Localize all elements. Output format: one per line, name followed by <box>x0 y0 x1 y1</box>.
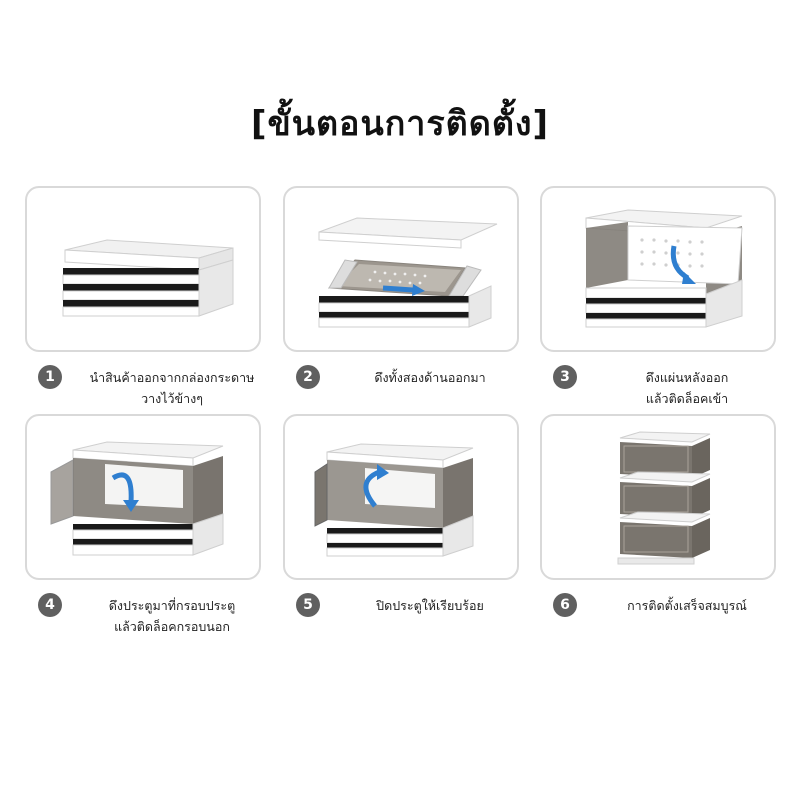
step-5-caption: 5 ปิดประตูให้เรียบร้อย <box>296 593 546 617</box>
folded-box-illustration <box>62 239 234 317</box>
step-1-number-badge: 1 <box>38 365 62 389</box>
step-1-text-line1: นำสินค้าออกจากกล่องกระดาษ <box>89 370 255 385</box>
step-6-caption: 6 การติดตั้งเสร็จสมบูรณ์ <box>553 593 800 617</box>
box-top <box>619 431 711 478</box>
folded-layers <box>62 259 234 317</box>
step-2-caption: 2 ดึงทั้งสองด้านออกมา <box>296 365 546 389</box>
box-bottom <box>617 511 711 565</box>
step-3-text-line2: แล้วติดล็อคเข้า <box>645 391 729 406</box>
step-1-text-line2: วางไว้ข้างๆ <box>141 391 203 406</box>
step-4-image <box>25 414 261 580</box>
open-sides-illustration <box>318 217 498 328</box>
step-3-image <box>540 186 776 352</box>
step-2-image <box>283 186 519 352</box>
step-6-text-line1: การติดตั้งเสร็จสมบูรณ์ <box>627 598 747 613</box>
step-3-caption: 3 ดึงแผ่นหลังออก แล้วติดล็อคเข้า <box>553 365 800 409</box>
step-2-number-badge: 2 <box>296 365 320 389</box>
arrow-icon <box>382 285 414 293</box>
step-1-caption: 1 นำสินค้าออกจากกล่องกระดาษ วางไว้ข้างๆ <box>38 365 288 409</box>
step-6-image <box>540 414 776 580</box>
step-3-text-line1: ดึงแผ่นหลังออก <box>645 370 729 385</box>
step-2-text-line1: ดึงทั้งสองด้านออกมา <box>374 370 486 385</box>
stacked-boxes-illustration <box>617 431 711 565</box>
page-title: [ขั้นตอนการติดตั้ง] <box>250 104 550 144</box>
step-6-number-badge: 6 <box>553 593 577 617</box>
step-1-image <box>25 186 261 352</box>
step-5-image <box>283 414 519 580</box>
step-5-number-badge: 5 <box>296 593 320 617</box>
curved-arrow-icon <box>363 469 381 508</box>
box-middle <box>619 471 711 518</box>
step-5-text-line1: ปิดประตูให้เรียบร้อย <box>376 598 484 613</box>
step-4-caption: 4 ดึงประตูมาที่กรอบประตู แล้วติดล็อคกรอบ… <box>38 593 288 637</box>
curved-arrow-icon <box>111 472 134 503</box>
door-frame-illustration <box>50 441 224 556</box>
step-4-text-line1: ดึงประตูมาที่กรอบประตู <box>108 598 236 613</box>
back-panel-illustration <box>585 209 743 328</box>
close-door-illustration <box>314 443 474 557</box>
step-4-text-line2: แล้วติดล็อคกรอบนอก <box>114 619 230 634</box>
step-4-number-badge: 4 <box>38 593 62 617</box>
panel-holes <box>640 238 704 268</box>
step-3-number-badge: 3 <box>553 365 577 389</box>
panel-holes <box>368 270 427 285</box>
